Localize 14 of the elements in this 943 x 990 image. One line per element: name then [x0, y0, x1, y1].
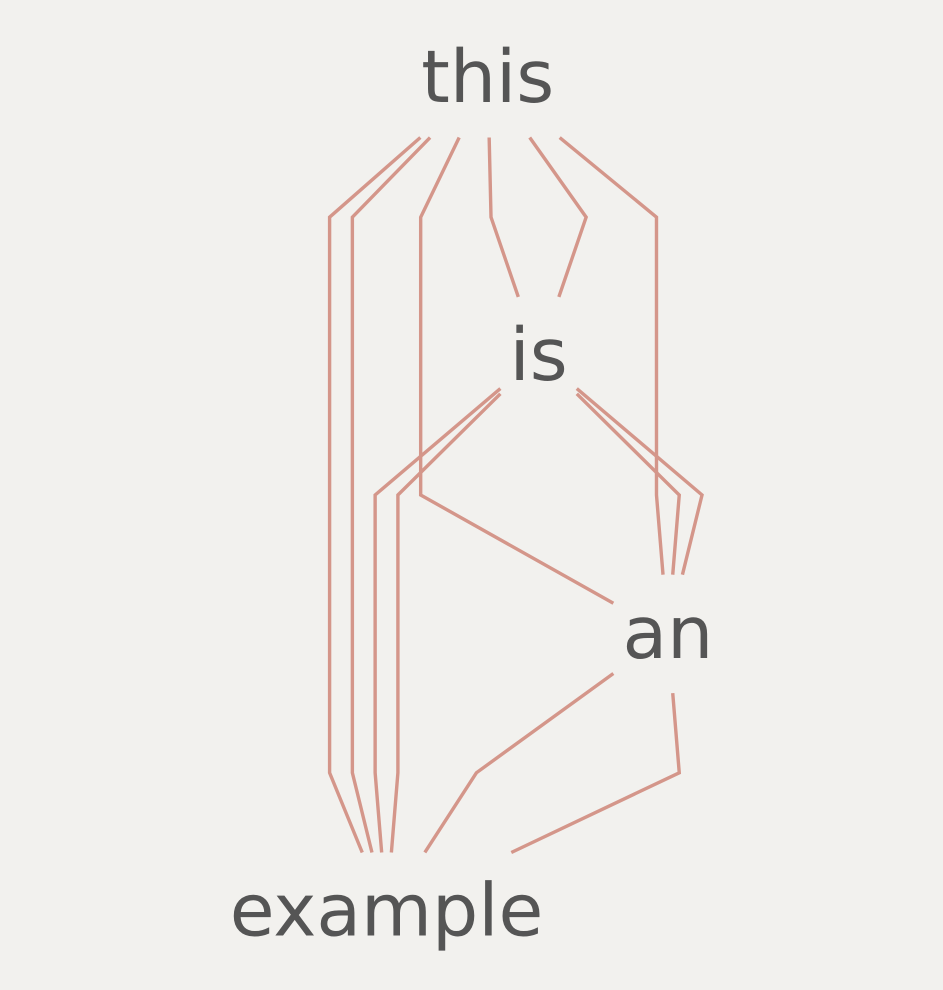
connector-line — [528, 136, 588, 298]
connector-line — [418, 136, 614, 605]
connector-line — [487, 137, 520, 298]
connector-line — [423, 672, 614, 854]
connector-line — [576, 387, 704, 576]
word-label: example — [230, 870, 544, 954]
word-label: this — [421, 36, 554, 120]
word-label: an — [622, 592, 714, 676]
connector-line — [576, 392, 682, 575]
connector-line — [558, 136, 665, 575]
connector-line — [328, 136, 422, 854]
connector-line — [350, 136, 432, 853]
connector-line — [510, 692, 682, 854]
word-label: is — [509, 314, 568, 398]
